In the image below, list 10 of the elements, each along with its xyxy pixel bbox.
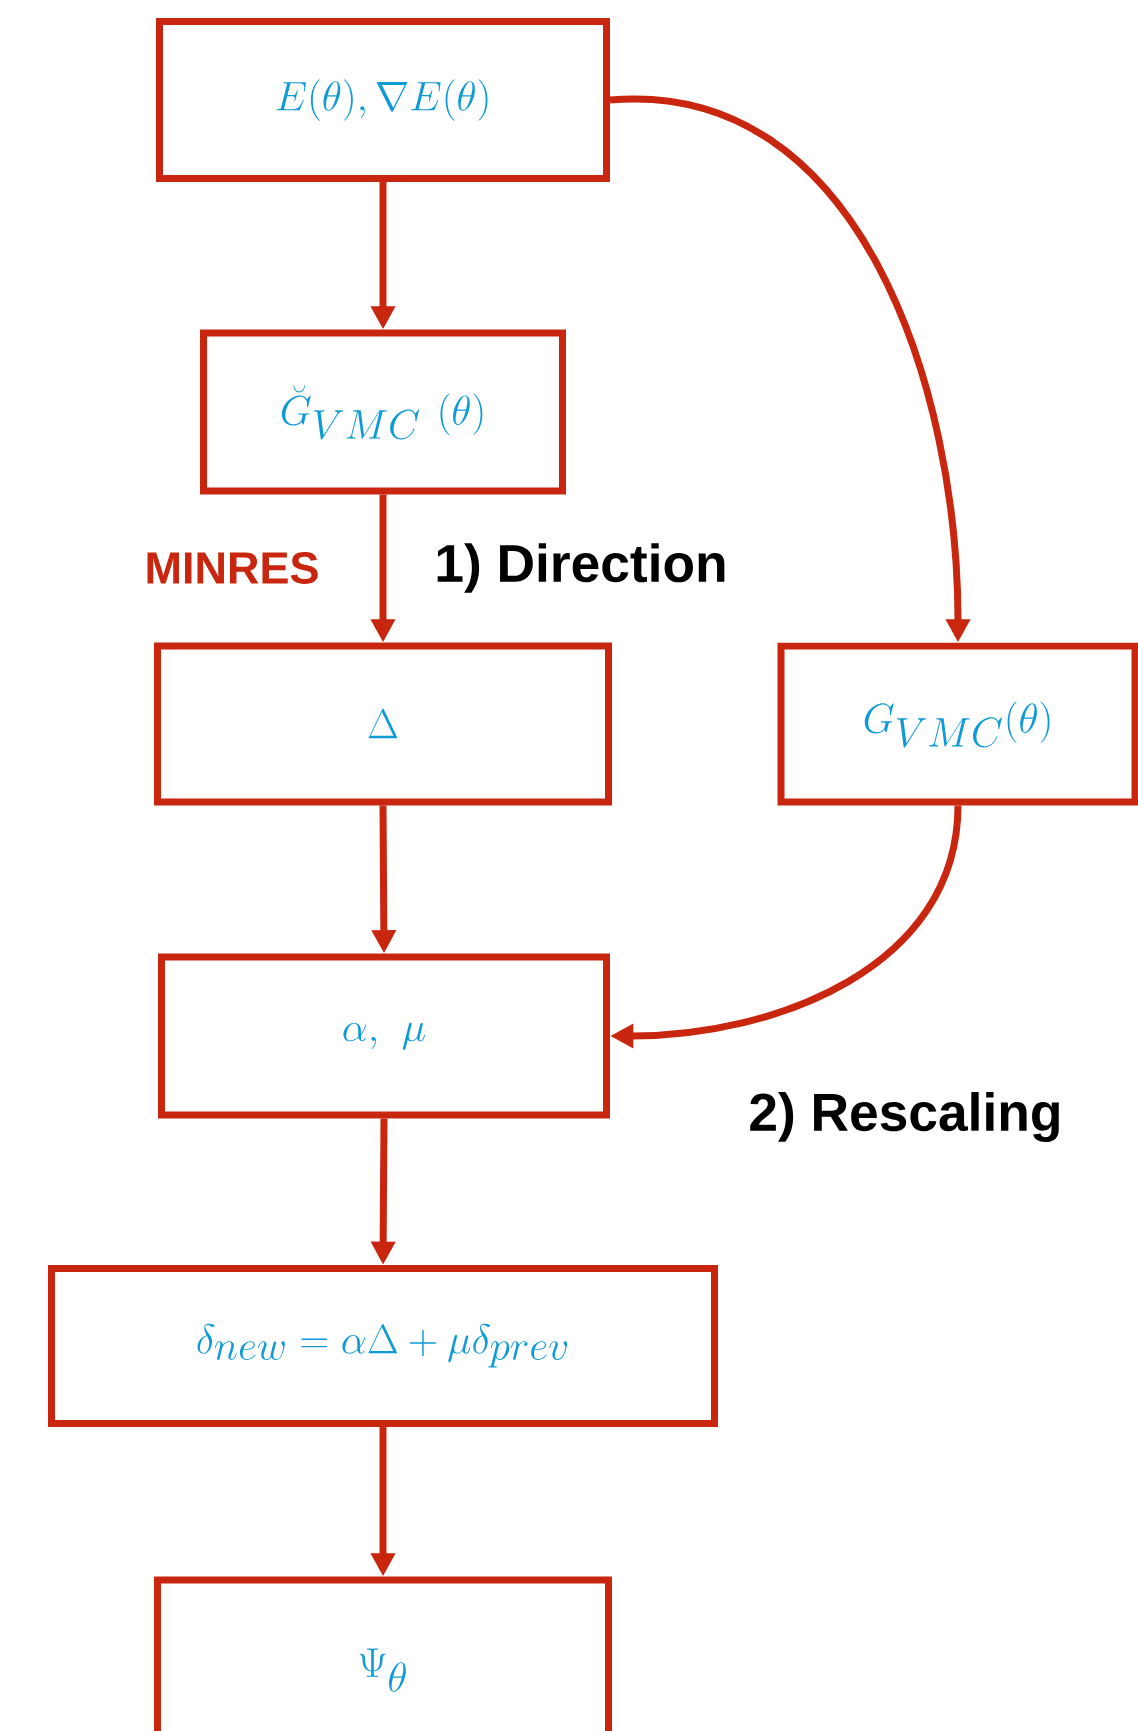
- process-box: $G_{VMC}(\theta)$: [777, 642, 1138, 806]
- process-box: $E(\theta), \nabla E(\theta)$: [156, 18, 610, 182]
- process-box: $\breve{G}_{VMC}\ (\theta)$: [200, 329, 566, 495]
- process-box: $\Psi_{\theta}$: [154, 1576, 612, 1731]
- edge-label: MINRES: [142, 550, 322, 586]
- process-box: $\delta_{new} = \alpha\Delta + \mu\delta_{prev}$: [48, 1265, 718, 1427]
- step-label: 2) Rescaling: [750, 1092, 1059, 1142]
- process-box: $\alpha,\ \mu$: [158, 953, 610, 1119]
- step-label: 1) Direction: [437, 543, 725, 593]
- process-box: $\Delta$: [154, 642, 612, 806]
